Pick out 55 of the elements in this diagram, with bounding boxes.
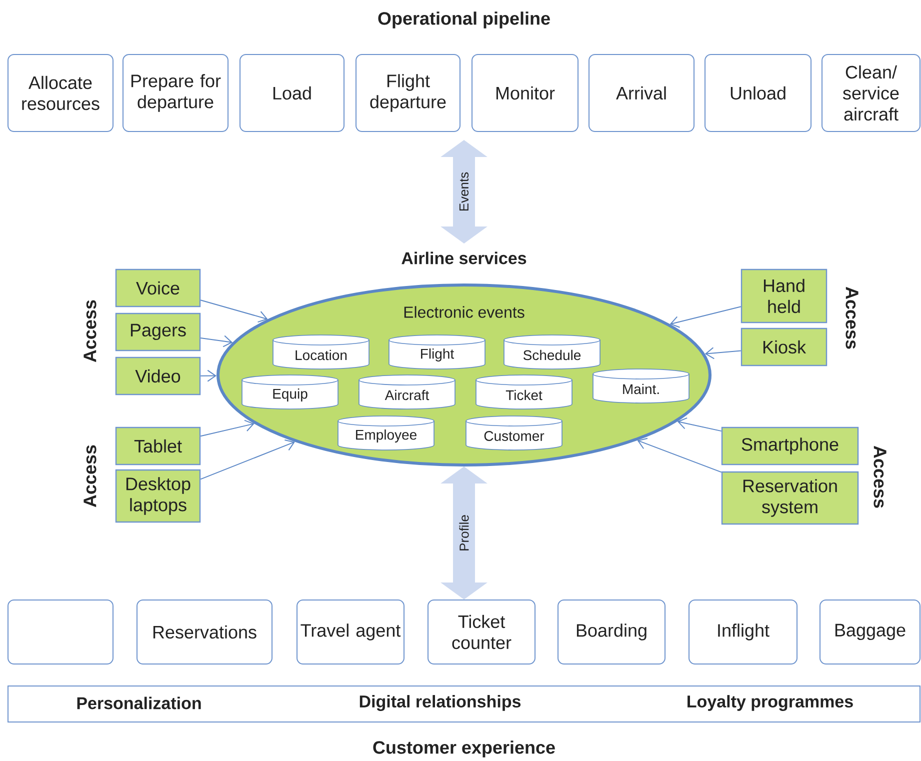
arrow — [637, 438, 722, 473]
step-box: Inflight — [688, 600, 798, 664]
step-box: Reservations — [136, 600, 272, 664]
arrow — [670, 306, 742, 328]
access-label: Access — [846, 286, 858, 349]
step-box: Ticket counter — [428, 600, 536, 664]
database-cylinder: Equip — [242, 374, 338, 410]
database-cylinder: Customer — [466, 416, 562, 450]
arrow — [200, 439, 295, 480]
database-cylinder: Aircraft — [358, 374, 456, 410]
database-cylinder: Ticket — [476, 374, 572, 410]
device-box: Tablet — [115, 426, 201, 466]
device-box: Smartphone — [721, 426, 859, 466]
arrow — [677, 417, 722, 432]
database-cylinder: Location — [272, 334, 370, 370]
caption: Customer experience — [373, 740, 555, 758]
edge-label: Profile — [459, 515, 469, 550]
step-box: Monitor — [472, 54, 578, 132]
device-box: Voice — [115, 268, 201, 308]
device-box: Video — [115, 356, 201, 396]
arrow — [200, 335, 233, 348]
device-box: Desktop laptops — [115, 469, 201, 523]
edge-label: Events — [459, 172, 469, 211]
arrow — [704, 347, 742, 360]
database-cylinder: Maint. — [592, 368, 690, 404]
database-cylinder: Employee — [338, 416, 434, 450]
title: Operational pipeline — [378, 12, 550, 28]
ellipse-heading: Electronic events — [404, 306, 524, 318]
database-cylinder: Schedule — [504, 334, 600, 370]
heading: Airline services — [402, 252, 526, 264]
step-box: Travel agent — [296, 600, 404, 664]
arrow — [200, 300, 268, 323]
device-box: Pagers — [115, 312, 201, 352]
step-box: Load — [240, 54, 344, 132]
device-box: Reservation system — [721, 471, 859, 525]
step-box: Flight departure — [356, 54, 460, 132]
band-text: Loyalty programmes — [688, 695, 853, 711]
step-box: Unload — [704, 54, 812, 132]
arrow — [200, 370, 217, 382]
step-box: Baggage — [820, 600, 920, 664]
step-box: Boarding — [558, 600, 666, 664]
step-box: Prepare for departure — [122, 54, 228, 132]
band-text: Personalization — [77, 696, 201, 710]
database-cylinder: Flight — [388, 334, 486, 370]
access-label: Access — [874, 446, 886, 508]
device-box: Kiosk — [740, 328, 828, 366]
step-box: Arrival — [588, 54, 694, 132]
device-box: Hand held — [740, 268, 828, 324]
step-box: Clean/ service aircraft — [822, 54, 920, 132]
band-text: Digital relationships — [360, 695, 521, 711]
step-box: Allocate resources — [8, 54, 114, 132]
access-label: Access — [84, 445, 96, 508]
step-box — [8, 600, 114, 664]
arrow — [200, 420, 254, 437]
access-label: Access — [84, 300, 96, 362]
